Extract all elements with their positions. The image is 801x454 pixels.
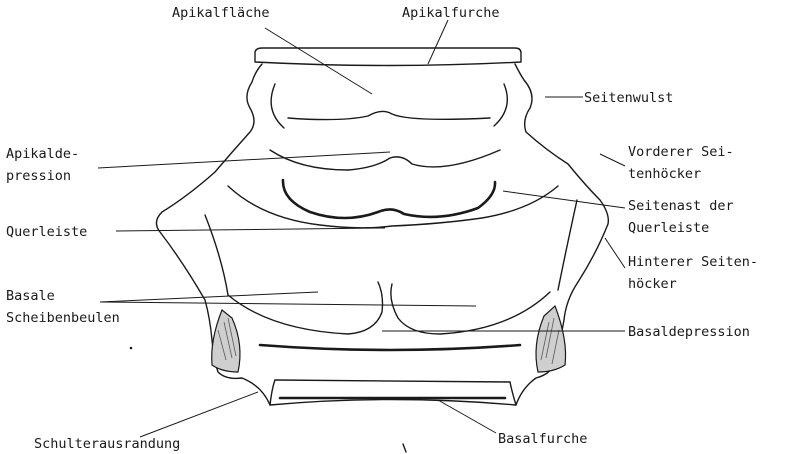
leader-apikalfurche	[428, 20, 448, 64]
pronotum-sculpture	[205, 84, 577, 398]
leader-hinterer-seitenhoecker	[605, 238, 625, 268]
label-seitenast-line1: Seitenast der	[628, 198, 734, 214]
label-apikaldepression-line2: pression	[6, 168, 71, 184]
leader-querleiste	[116, 228, 385, 231]
label-querleiste: Querleiste	[6, 224, 87, 240]
label-hinterer-seitenhoecker-line2: höcker	[628, 276, 677, 292]
leader-basale-1	[100, 292, 318, 302]
label-vorderer-seitenhoecker-line1: Vorderer Sei-	[628, 144, 734, 160]
label-basale-scheibenbeulen-line2: Scheibenbeulen	[6, 310, 120, 326]
label-apikalfurche: Apikalfurche	[402, 5, 500, 21]
leader-apikaldepression	[98, 152, 390, 168]
label-apikaldepression-line1: Apikalde-	[6, 146, 79, 162]
label-apikalflaeche: Apikalfläche	[172, 5, 270, 21]
label-seitenast-line2: Querleiste	[628, 220, 709, 236]
label-seitenwulst: Seitenwulst	[584, 90, 673, 106]
label-basale-scheibenbeulen-line1: Basale	[6, 288, 55, 304]
speck	[130, 347, 133, 350]
tick-mark	[403, 444, 406, 452]
label-basalfurche: Basalfurche	[498, 431, 587, 447]
label-vorderer-seitenhoecker-line2: tenhöcker	[628, 166, 701, 182]
label-basaldepression: Basaldepression	[628, 324, 750, 340]
leader-seitenast	[503, 191, 625, 208]
leader-vorderer-seitenhoecker	[600, 154, 625, 166]
shoulder-shading	[212, 306, 566, 372]
label-schulterausrandung: Schulterausrandung	[34, 436, 180, 452]
leader-basale-2	[100, 302, 476, 306]
leader-apikalflaeche	[265, 28, 372, 94]
leader-schulterausrandung	[140, 392, 258, 437]
leader-basalfurche	[438, 400, 496, 433]
label-hinterer-seitenhoecker-line1: Hinterer Seiten-	[628, 254, 758, 270]
